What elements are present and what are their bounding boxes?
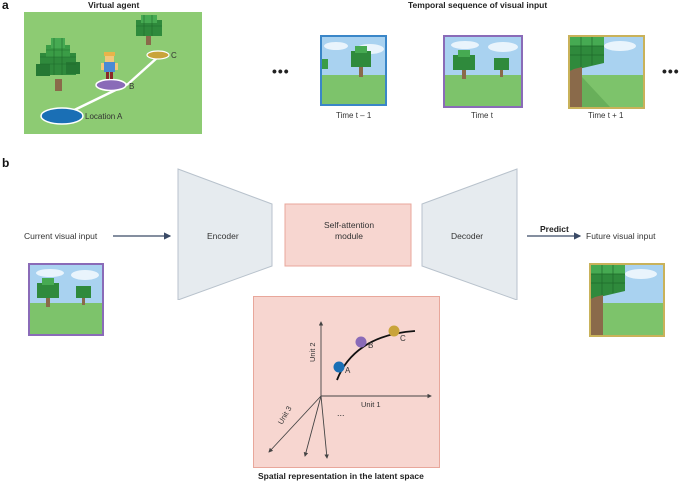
frame-label-t: Time t [471,111,493,120]
location-b-label: B [129,82,134,91]
model-architecture [113,168,582,300]
latent-label-a: A [345,366,351,375]
extra-axis [320,395,329,459]
frame-time-t-minus-1 [320,35,387,106]
unit-2-label: Unit 2 [308,342,317,362]
frame-label-t-minus-1: Time t – 1 [336,111,372,120]
encoder-shape [177,168,273,300]
latent-label-c: C [400,334,406,343]
ellipsis-right: ••• [662,63,680,79]
unit-1-label: Unit 1 [361,400,381,409]
tree-icon [36,38,80,91]
location-a-marker [40,107,84,125]
predict-label: Predict [540,224,569,234]
agent-icon [101,52,118,79]
frame-time-t-plus-1 [568,35,645,109]
frame-label-t-plus-1: Time t + 1 [588,111,624,120]
latent-point-b [355,336,367,348]
encoder-label: Encoder [207,231,239,241]
attention-box [284,203,412,267]
virtual-agent-title: Virtual agent [88,0,140,10]
decoder-shape [421,168,518,300]
panel-b-letter: b [2,156,10,170]
ellipsis-left: ••• [272,63,290,79]
latent-ellipsis: ... [337,408,345,418]
virtual-agent-map: Location A B C [24,12,202,134]
panel-a-letter: a [2,0,9,12]
latent-space-plot: A B C Unit 1 Unit 2 Unit 3 ... [253,296,440,468]
current-input-image [28,263,104,336]
latent-point-a [333,361,345,373]
frame-time-t [443,35,523,108]
temporal-sequence-title: Temporal sequence of visual input [408,0,548,10]
decoder-label: Decoder [451,231,484,241]
future-input-image [589,263,665,337]
tree-icon [136,15,162,45]
location-c-marker [146,50,170,60]
current-input-label: Current visual input [24,231,98,241]
axis-unit-3 [268,395,322,453]
latent-title: Spatial representation in the latent spa… [258,471,424,481]
extra-axis [303,395,322,457]
latent-point-c [388,325,400,337]
location-a-label: Location A [85,112,123,121]
location-c-label: C [171,51,177,60]
attention-label: Self-attention module [323,220,375,241]
latent-label-b: B [368,341,373,350]
location-b-marker [95,78,127,92]
future-input-label: Future visual input [586,231,656,241]
